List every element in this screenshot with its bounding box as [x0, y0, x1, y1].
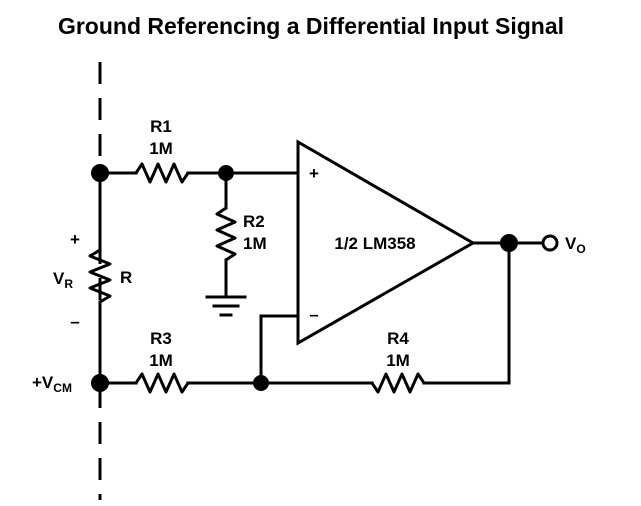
resistor-r — [88, 248, 112, 304]
resistor-r1 — [134, 162, 190, 184]
resistor-r4 — [370, 372, 426, 394]
r1-name: R1 — [150, 117, 172, 136]
node-top-left — [91, 164, 109, 182]
source-label-sub: R — [64, 277, 73, 291]
r-name: R — [120, 268, 132, 287]
diagram-title: Ground Referencing a Differential Input … — [58, 13, 564, 39]
opamp-symbol — [296, 139, 477, 346]
common-mode-label-main: +V — [32, 373, 54, 392]
common-mode-label: +VCM — [32, 373, 72, 395]
r1-value: 1M — [149, 139, 173, 158]
output-label: VO — [565, 234, 586, 256]
output-label-sub: O — [576, 242, 585, 256]
node-bottom-left — [91, 374, 109, 392]
output-terminal — [541, 234, 559, 252]
source-label-main: V — [53, 269, 65, 288]
common-mode-label-sub: CM — [53, 381, 72, 395]
r4-value: 1M — [386, 351, 410, 370]
r2-name: R2 — [243, 212, 265, 231]
opamp-minus-label: – — [309, 305, 318, 324]
source-minus-label: – — [70, 312, 79, 331]
r3-value: 1M — [149, 351, 173, 370]
ground-icon — [205, 295, 247, 317]
opamp-plus-label: + — [309, 164, 319, 183]
node-output — [500, 234, 518, 252]
r4-name: R4 — [387, 329, 409, 348]
node-bottom-mid — [253, 375, 269, 391]
r3-name: R3 — [150, 329, 172, 348]
resistor-r3 — [134, 372, 190, 394]
node-top-mid — [218, 165, 234, 181]
source-plus-label: + — [70, 230, 80, 249]
output-label-main: V — [565, 234, 577, 253]
opamp-part-label: 1/2 LM358 — [334, 234, 415, 253]
r2-value: 1M — [243, 234, 267, 253]
source-label: VR — [53, 269, 73, 291]
wire-inverting-input — [259, 314, 300, 385]
resistor-r2 — [215, 206, 237, 262]
